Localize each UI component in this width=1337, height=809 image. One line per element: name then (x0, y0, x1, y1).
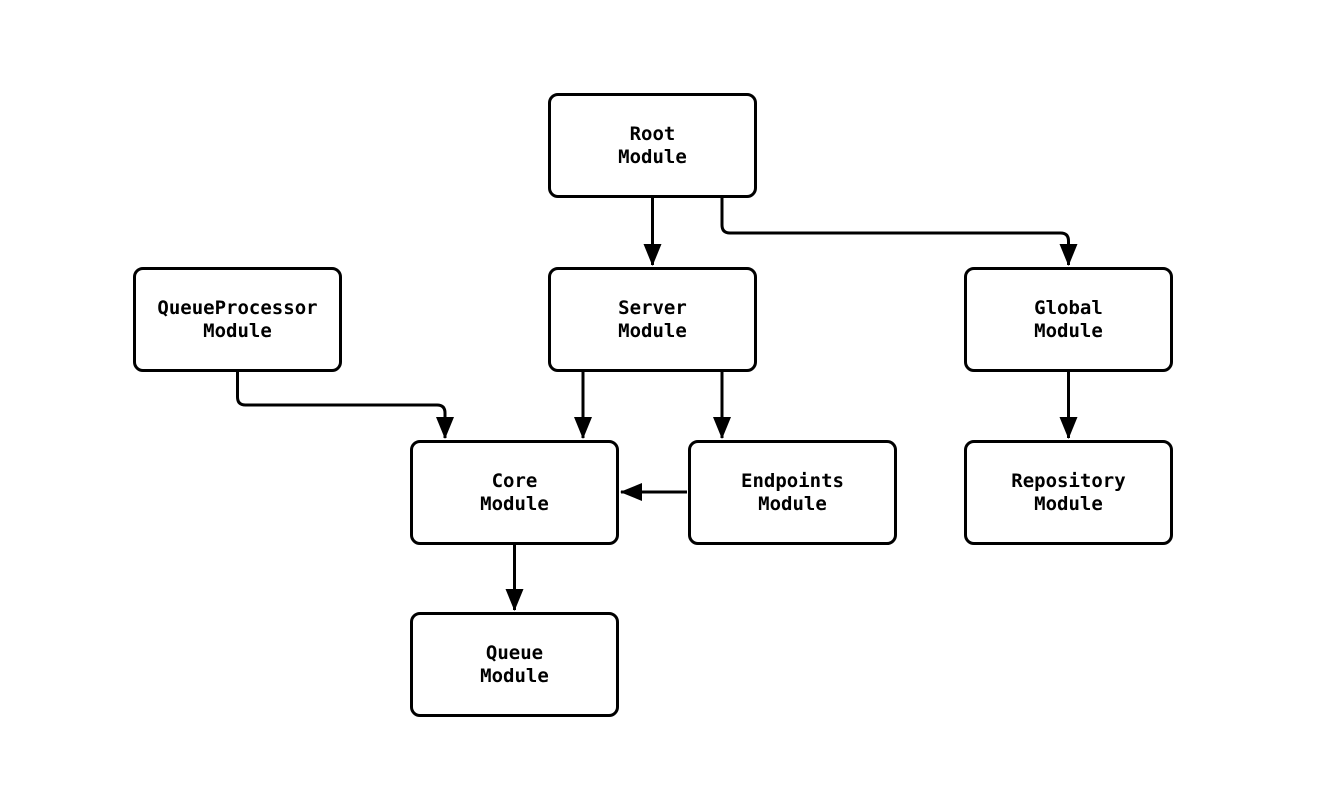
node-queueprocessor-module-label: QueueProcessor Module (157, 296, 318, 342)
node-global-module-label: Global Module (1034, 296, 1103, 342)
node-queueprocessor-module: QueueProcessor Module (133, 267, 342, 372)
node-server-module-label: Server Module (618, 296, 687, 342)
node-repository-module: Repository Module (964, 440, 1173, 545)
node-root-module-label: Root Module (618, 122, 687, 168)
node-endpoints-module: Endpoints Module (688, 440, 897, 545)
node-global-module: Global Module (964, 267, 1173, 372)
node-root-module: Root Module (548, 93, 757, 198)
node-queue-module: Queue Module (410, 612, 619, 717)
node-endpoints-module-label: Endpoints Module (741, 469, 844, 515)
node-core-module: Core Module (410, 440, 619, 545)
node-queue-module-label: Queue Module (480, 641, 549, 687)
node-server-module: Server Module (548, 267, 757, 372)
edge-root-to-global (720, 198, 1078, 266)
node-core-module-label: Core Module (480, 469, 549, 515)
edge-queueprocessor-to-core (236, 372, 454, 439)
node-repository-module-label: Repository Module (1011, 469, 1126, 515)
